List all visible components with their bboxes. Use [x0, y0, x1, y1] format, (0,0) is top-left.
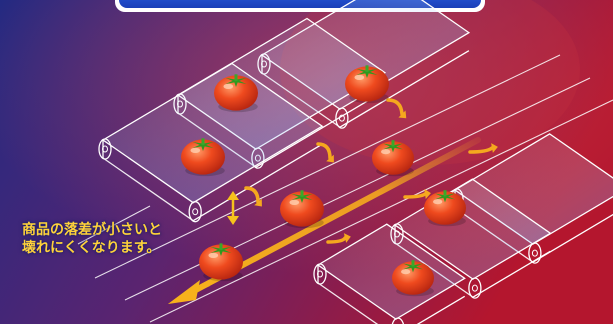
caption-line-2: 壊れにくくなります。 [22, 239, 232, 257]
caption: 商品の落差が小さいと 壊れにくくなります。 [22, 221, 232, 257]
caption-line-1: 商品の落差が小さいと [22, 221, 232, 239]
